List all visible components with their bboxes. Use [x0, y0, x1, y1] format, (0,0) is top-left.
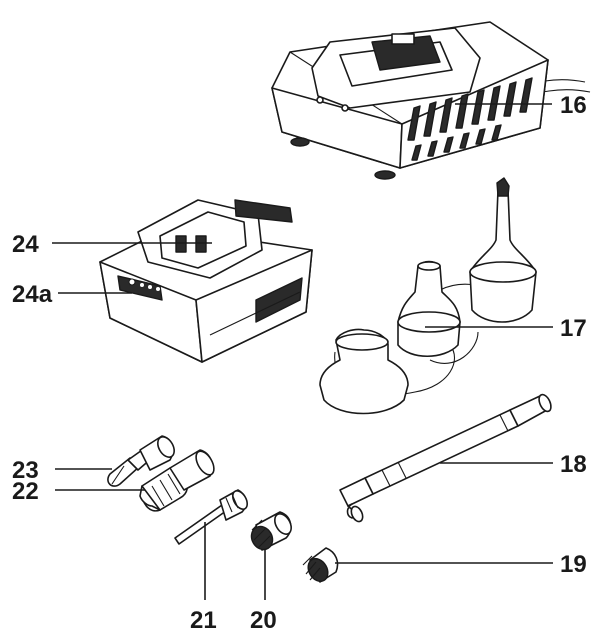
needle-21-illustration: [174, 489, 249, 545]
callout-label-charger: 16: [560, 92, 587, 119]
callout-label-nozzle-22: 22: [12, 478, 39, 505]
adapter-set-illustration: [319, 177, 537, 415]
callout-label-needle-21: 21: [190, 607, 217, 634]
nozzle-23-illustration: [107, 435, 175, 487]
extension-tube-illustration: [339, 393, 552, 523]
callout-label-extension-tube: 18: [560, 451, 587, 478]
callout-label-adapter-19: 19: [560, 551, 587, 578]
callout-label-adapter-set: 17: [560, 315, 587, 342]
callout-label-battery: 24: [12, 231, 39, 258]
callout-label-battery-indicator: 24a: [12, 281, 53, 308]
battery-illustration: [99, 199, 313, 363]
adapter-20-illustration: [250, 511, 292, 551]
adapter-19-illustration: [302, 547, 339, 583]
callout-label-nozzle-23: 23: [12, 457, 39, 484]
nozzle-22-illustration: [139, 449, 215, 512]
callout-label-adapter-20: 20: [250, 607, 277, 634]
charger-vents: [407, 77, 533, 161]
charger-illustration: [271, 21, 591, 180]
